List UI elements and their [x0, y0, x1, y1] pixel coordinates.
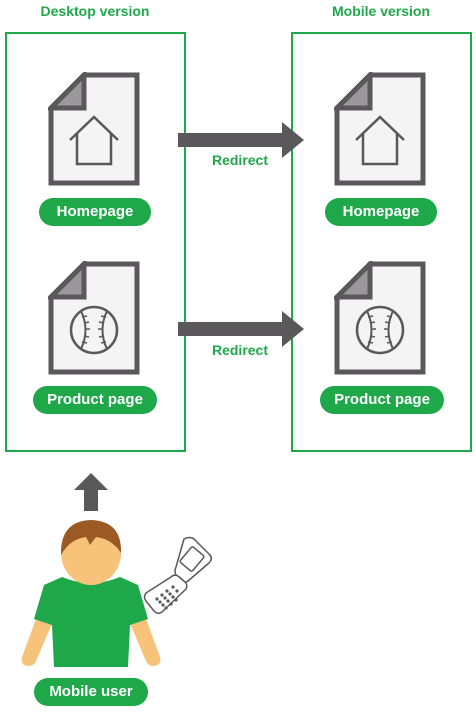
redirect-arrow-product-page — [178, 311, 304, 347]
up-arrow-icon — [74, 473, 108, 511]
hair-icon — [60, 520, 122, 555]
desktop-homepage-label: Homepage — [39, 198, 151, 226]
baseball-icon — [355, 305, 405, 355]
mobile-version-heading: Mobile version — [331, 3, 431, 19]
desktop-homepage-document-icon — [48, 72, 140, 186]
redirect-label-homepage: Redirect — [211, 152, 269, 168]
mobile-product-page-document-icon — [334, 261, 426, 375]
house-icon — [69, 115, 119, 166]
redirect-arrow-homepage — [178, 122, 304, 158]
desktop-product-page-document-icon — [48, 261, 140, 375]
house-icon — [355, 115, 405, 166]
baseball-icon — [69, 305, 119, 355]
mobile-version-box — [291, 32, 472, 452]
mobile-homepage-document-icon — [334, 72, 426, 186]
mobile-user-figure — [21, 520, 161, 667]
mobile-homepage-label: Homepage — [325, 198, 437, 226]
desktop-product-page-label: Product page — [33, 386, 157, 414]
flip-phone-icon — [143, 536, 213, 615]
redirect-label-product-page: Redirect — [211, 342, 269, 358]
desktop-version-box — [5, 32, 186, 452]
mobile-user-label: Mobile user — [34, 678, 148, 706]
desktop-version-heading: Desktop version — [40, 3, 150, 19]
mobile-product-page-label: Product page — [320, 386, 444, 414]
